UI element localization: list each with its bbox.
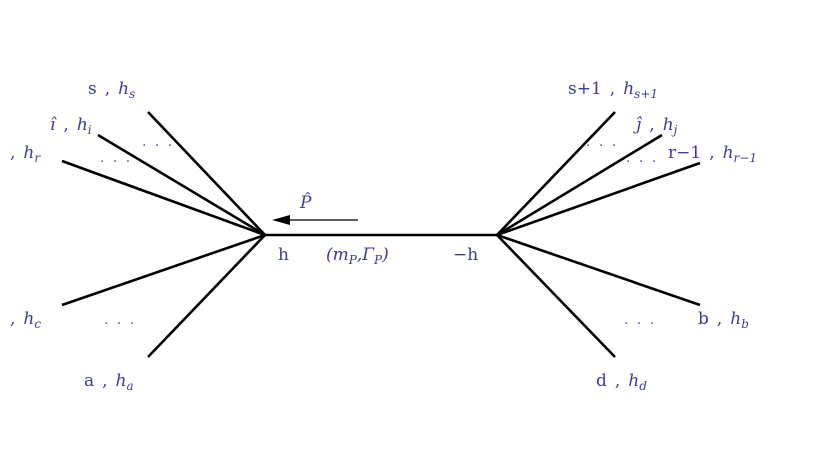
label-d: d,hd bbox=[596, 371, 647, 393]
label-i: î,hi bbox=[50, 115, 92, 137]
ellipsis-upper-left-b: · · · bbox=[100, 154, 132, 170]
ellipsis-upper-left-a: · · · bbox=[142, 138, 174, 154]
leg-a bbox=[147, 234, 266, 358]
arrow-head-icon bbox=[272, 215, 290, 225]
leg-j bbox=[496, 133, 663, 237]
label-r: ,hr bbox=[10, 143, 41, 165]
propagator-mass-width: (mP,ΓP) bbox=[326, 245, 389, 267]
label-j: ĵ,hj bbox=[633, 115, 678, 137]
ellipsis-upper-right-a: · · · bbox=[586, 138, 618, 154]
leg-s-plus-1 bbox=[496, 111, 616, 236]
left-vertex-helicity: h bbox=[278, 245, 289, 265]
leg-b bbox=[496, 233, 701, 307]
leg-d bbox=[496, 234, 616, 358]
leg-r bbox=[61, 159, 266, 237]
label-r-minus-1: r−1,hr−1 bbox=[668, 143, 757, 165]
leg-i bbox=[97, 133, 266, 237]
label-b: b,hb bbox=[698, 309, 749, 331]
leg-r-minus-1 bbox=[496, 161, 701, 237]
leg-s bbox=[147, 111, 266, 236]
momentum-label: P̂ bbox=[299, 193, 312, 213]
label-s: s,hs bbox=[88, 79, 135, 101]
right-vertex-helicity: −h bbox=[453, 245, 478, 265]
leg-c bbox=[61, 233, 266, 307]
ellipsis-lower-left: · · · bbox=[104, 316, 136, 332]
label-s-plus-1: s+1,hs+1 bbox=[568, 79, 658, 101]
ellipsis-lower-right: · · · bbox=[624, 316, 656, 332]
label-a: a,ha bbox=[84, 371, 134, 393]
ellipsis-upper-right-b: · · · bbox=[626, 154, 658, 170]
label-c: ,hc bbox=[10, 309, 41, 331]
